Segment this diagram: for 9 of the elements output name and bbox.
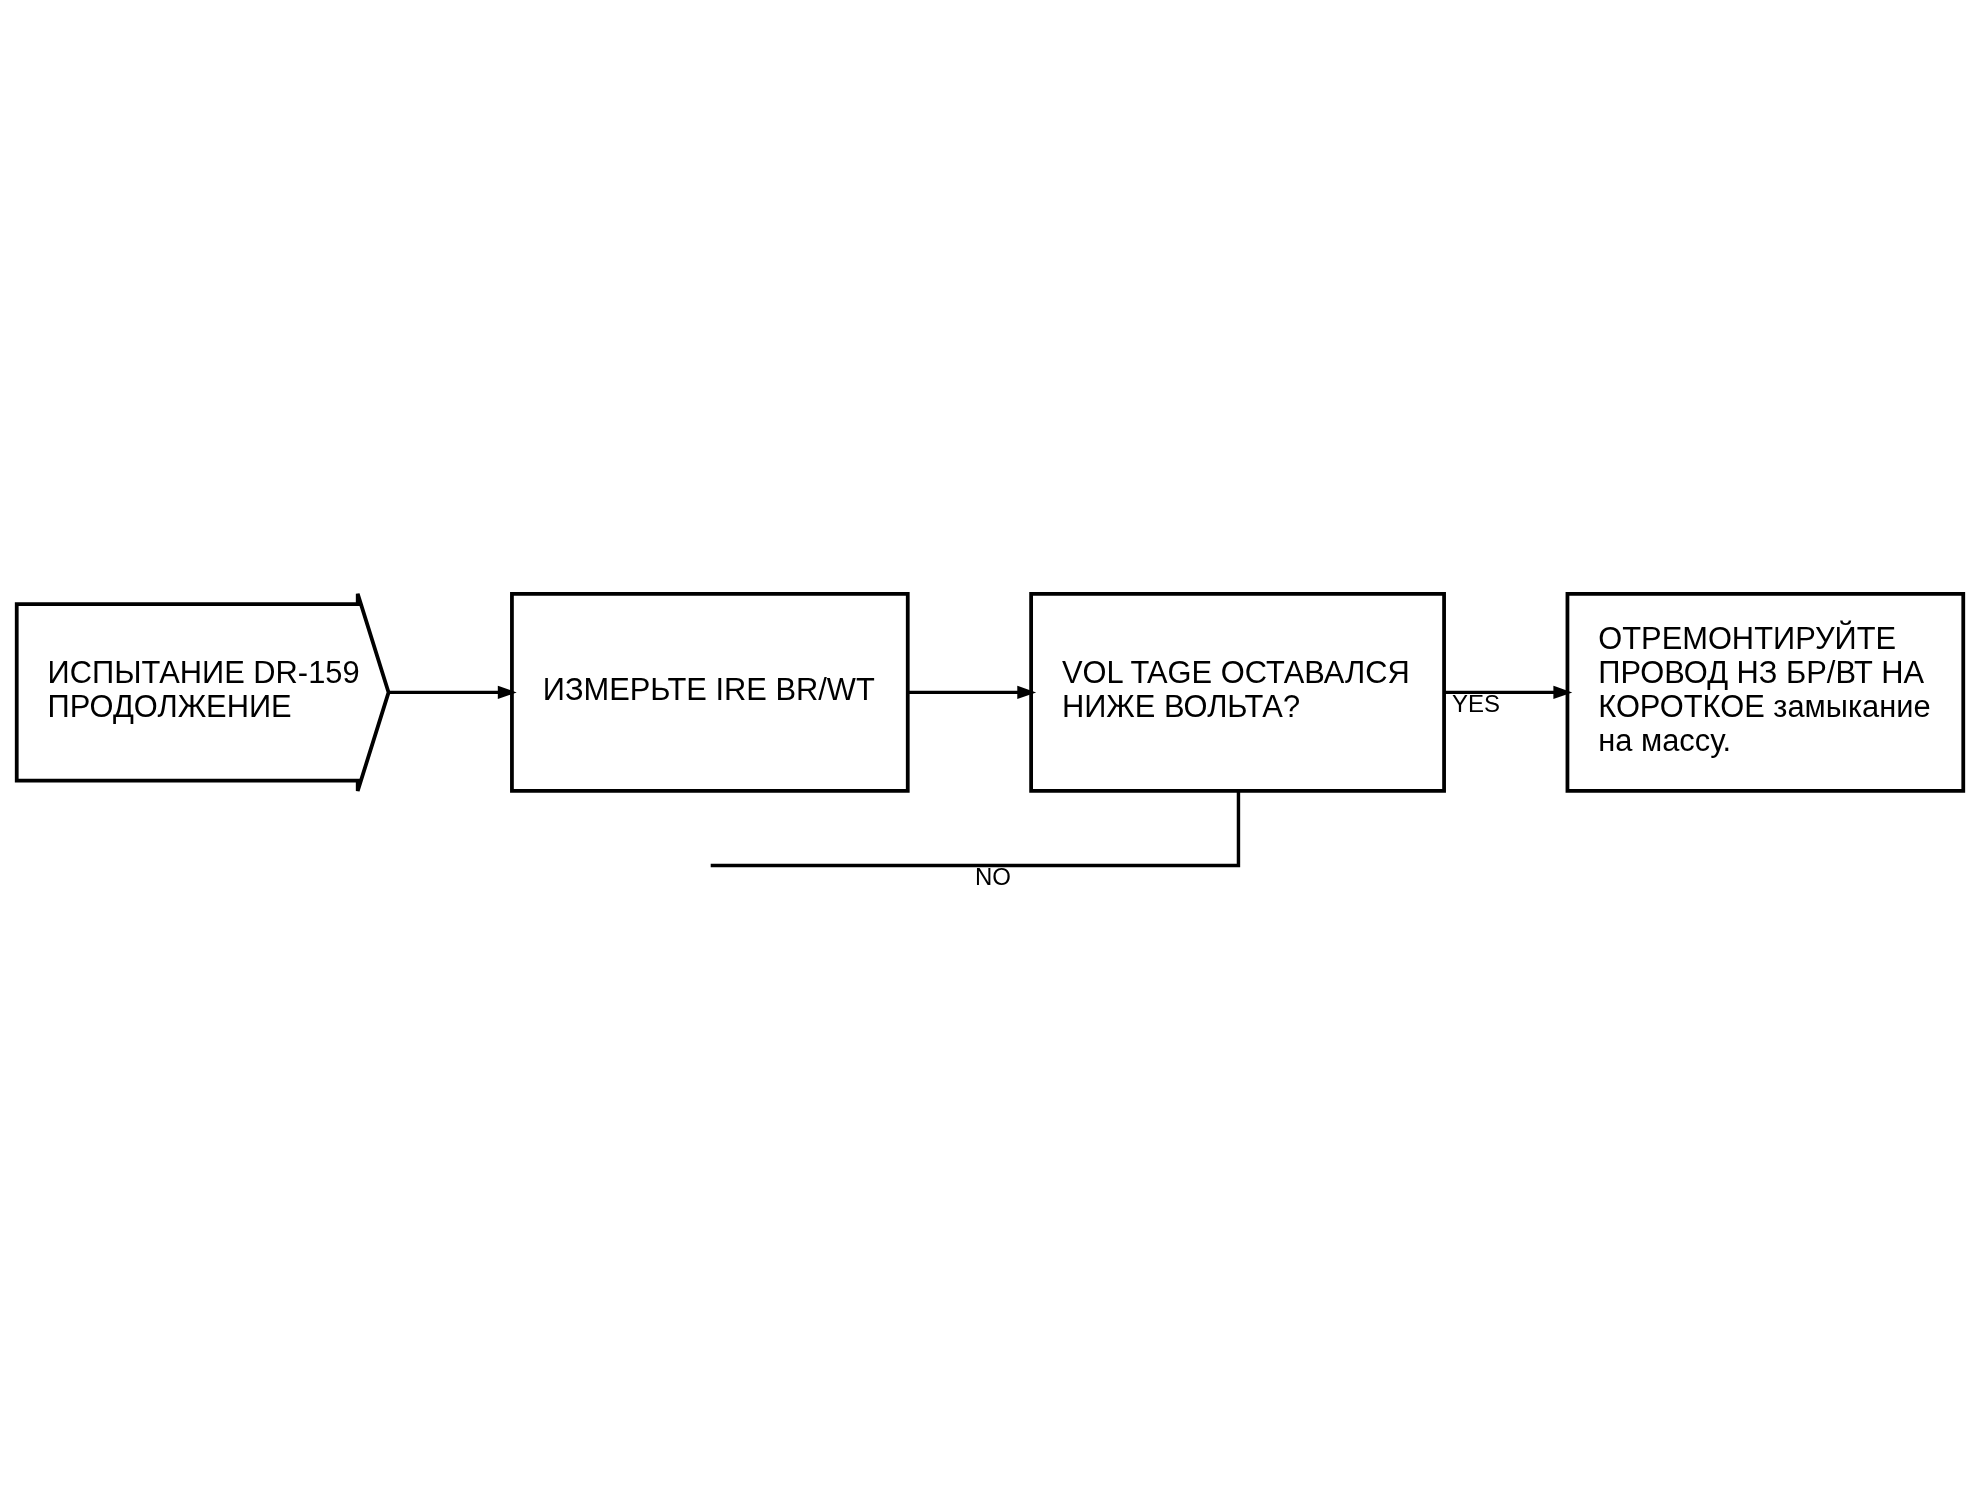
edge-label: NO — [974, 862, 1011, 890]
arrow — [1444, 685, 1573, 699]
node-box: VOL TAGE ОСТАВАЛСЯ НИЖЕ ВОЛЬТА? — [1029, 591, 1446, 793]
node-box: ОТРЕМОНТИРУЙТЕ ПРОВОД НЗ БР/ВТ НА КОРОТКОЕ замыкание на массу. — [1565, 591, 1966, 793]
arrow — [388, 685, 517, 699]
connector — [710, 791, 1241, 868]
arrow — [907, 685, 1037, 699]
edge-label: YES — [1451, 689, 1500, 717]
node-box: ИЗМЕРЬТЕ IRE BR/WT — [510, 591, 910, 793]
